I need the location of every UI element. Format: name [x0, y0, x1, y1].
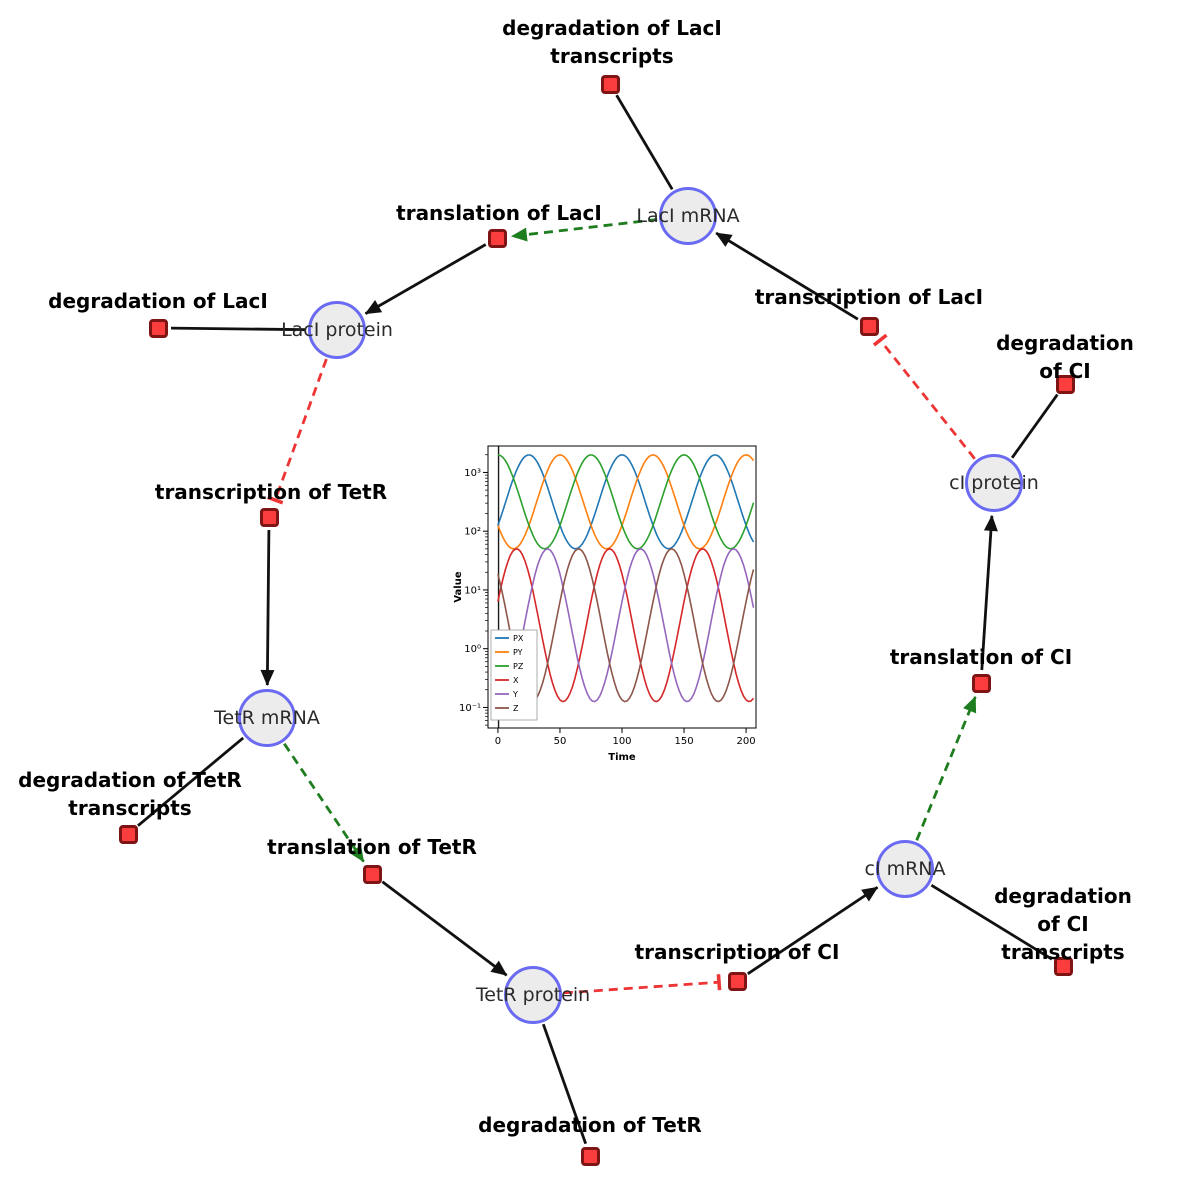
legend-label-px: PX — [513, 634, 524, 643]
edge-tetr_protein-deg_tetr — [541, 1023, 588, 1145]
y-tick-label: 10² — [464, 527, 481, 538]
series-line-x — [497, 547, 755, 703]
edge-tetr_mrna-transl_tetr — [283, 742, 365, 863]
edge-ci_mrna-transl_ci — [915, 695, 977, 841]
edge-laci_mrna-transl_laci — [510, 218, 658, 242]
series-line-z — [497, 547, 755, 703]
species-node-tetr-protein[interactable] — [504, 966, 562, 1024]
reaction-label-deg-laci: degradation of LacI — [48, 289, 268, 313]
species-label-ci-mrna: cI mRNA — [864, 858, 946, 880]
x-axis-label: Time — [608, 752, 636, 763]
series-line-pz — [497, 453, 755, 550]
legend-label-y: Y — [512, 690, 518, 699]
reaction-label-tc-laci: transcription of LacI — [754, 285, 984, 309]
reaction-label-deg-ci: degradation of CI — [996, 331, 1134, 383]
species-label-tetr-mrna: TetR mRNA — [214, 707, 320, 729]
edge-ci_protein-deg_ci — [1010, 393, 1059, 459]
reaction-label-tc-tetr: transcription of TetR — [154, 480, 388, 504]
legend-label-pz: PZ — [513, 662, 524, 671]
reaction-node-transl-ci[interactable] — [971, 673, 991, 693]
edge-transl_ci-ci_protein — [980, 514, 998, 671]
reaction-label-deg-tetr: degradation of TetR — [478, 1113, 702, 1137]
legend-label-py: PY — [513, 648, 523, 657]
edge-tc_tetr-tetr_mrna — [260, 529, 275, 686]
reaction-node-tc-ci[interactable] — [727, 971, 747, 991]
reaction-label-transl-laci: translation of LacI — [396, 201, 602, 225]
edge-ci_mrna-deg_ci_tx — [930, 884, 1053, 961]
reaction-label-deg-ci-tx: degradation of CI transcripts — [994, 884, 1132, 964]
reaction-label-transl-tetr: translation of TetR — [267, 835, 477, 859]
species-node-laci-mrna[interactable] — [659, 187, 717, 245]
reaction-label-deg-tetr-tx: degradation of TetR transcripts — [18, 768, 242, 820]
edge-tetr_mrna-deg_tetr_tx — [137, 736, 245, 827]
edge-laci_protein-tc_tetr — [267, 358, 328, 505]
reaction-node-deg-tetr[interactable] — [580, 1146, 600, 1166]
species-node-ci-mrna[interactable] — [876, 840, 934, 898]
edge-laci_protein-deg_laci — [170, 326, 307, 332]
series-line-px — [497, 453, 755, 550]
species-node-tetr-mrna[interactable] — [238, 689, 296, 747]
x-tick-label: 50 — [554, 736, 567, 747]
species-node-laci-protein[interactable] — [308, 301, 366, 359]
y-tick-label: 10³ — [464, 468, 481, 479]
legend-label-z: Z — [513, 704, 519, 713]
series-line-py — [497, 453, 755, 550]
y-tick-label: 10¹ — [464, 585, 481, 596]
edge-transl_tetr-tetr_protein — [381, 880, 508, 977]
reaction-node-transl-tetr[interactable] — [362, 864, 382, 884]
chart-legend-box — [490, 629, 538, 721]
x-tick-label: 100 — [612, 736, 631, 747]
reaction-node-tc-laci[interactable] — [859, 316, 879, 336]
reaction-node-deg-laci[interactable] — [148, 318, 168, 338]
species-label-laci-mrna: LacI mRNA — [636, 205, 740, 227]
edge-transl_laci-laci_protein — [364, 243, 487, 315]
edge-tc_laci-laci_mrna — [715, 231, 859, 321]
species-label-laci-protein: LacI protein — [281, 319, 393, 341]
reaction-label-tc-ci: transcription of CI — [634, 940, 840, 964]
edge-tc_ci-ci_mrna — [747, 886, 879, 975]
y-tick-label: 10⁰ — [464, 644, 481, 655]
reaction-node-tc-tetr[interactable] — [259, 507, 279, 527]
reaction-node-deg-tetr-tx[interactable] — [118, 824, 138, 844]
legend-label-x: X — [513, 676, 519, 685]
reaction-node-deg-laci-tx[interactable] — [600, 74, 620, 94]
species-label-tetr-protein: TetR protein — [475, 984, 591, 1006]
reaction-label-deg-laci-tx: degradation of LacI transcripts — [502, 16, 722, 68]
x-tick-label: 200 — [737, 736, 756, 747]
edge-tetr_protein-tc_ci — [563, 974, 722, 995]
edge-laci_mrna-deg_laci_tx — [615, 94, 674, 191]
reaction-node-transl-laci[interactable] — [487, 228, 507, 248]
y-axis-label: Value — [453, 571, 464, 602]
edge-ci_protein-tc_laci — [872, 333, 976, 460]
species-label-ci-protein: cI protein — [949, 472, 1039, 494]
y-tick-label: 10⁻¹ — [459, 703, 481, 714]
reaction-label-transl-ci: translation of CI — [889, 645, 1073, 669]
reaction-node-deg-ci[interactable] — [1055, 374, 1075, 394]
x-tick-label: 0 — [495, 736, 501, 747]
series-line-y — [497, 547, 755, 703]
species-node-ci-protein[interactable] — [965, 454, 1023, 512]
x-tick-label: 150 — [674, 736, 693, 747]
reaction-node-deg-ci-tx[interactable] — [1053, 956, 1073, 976]
